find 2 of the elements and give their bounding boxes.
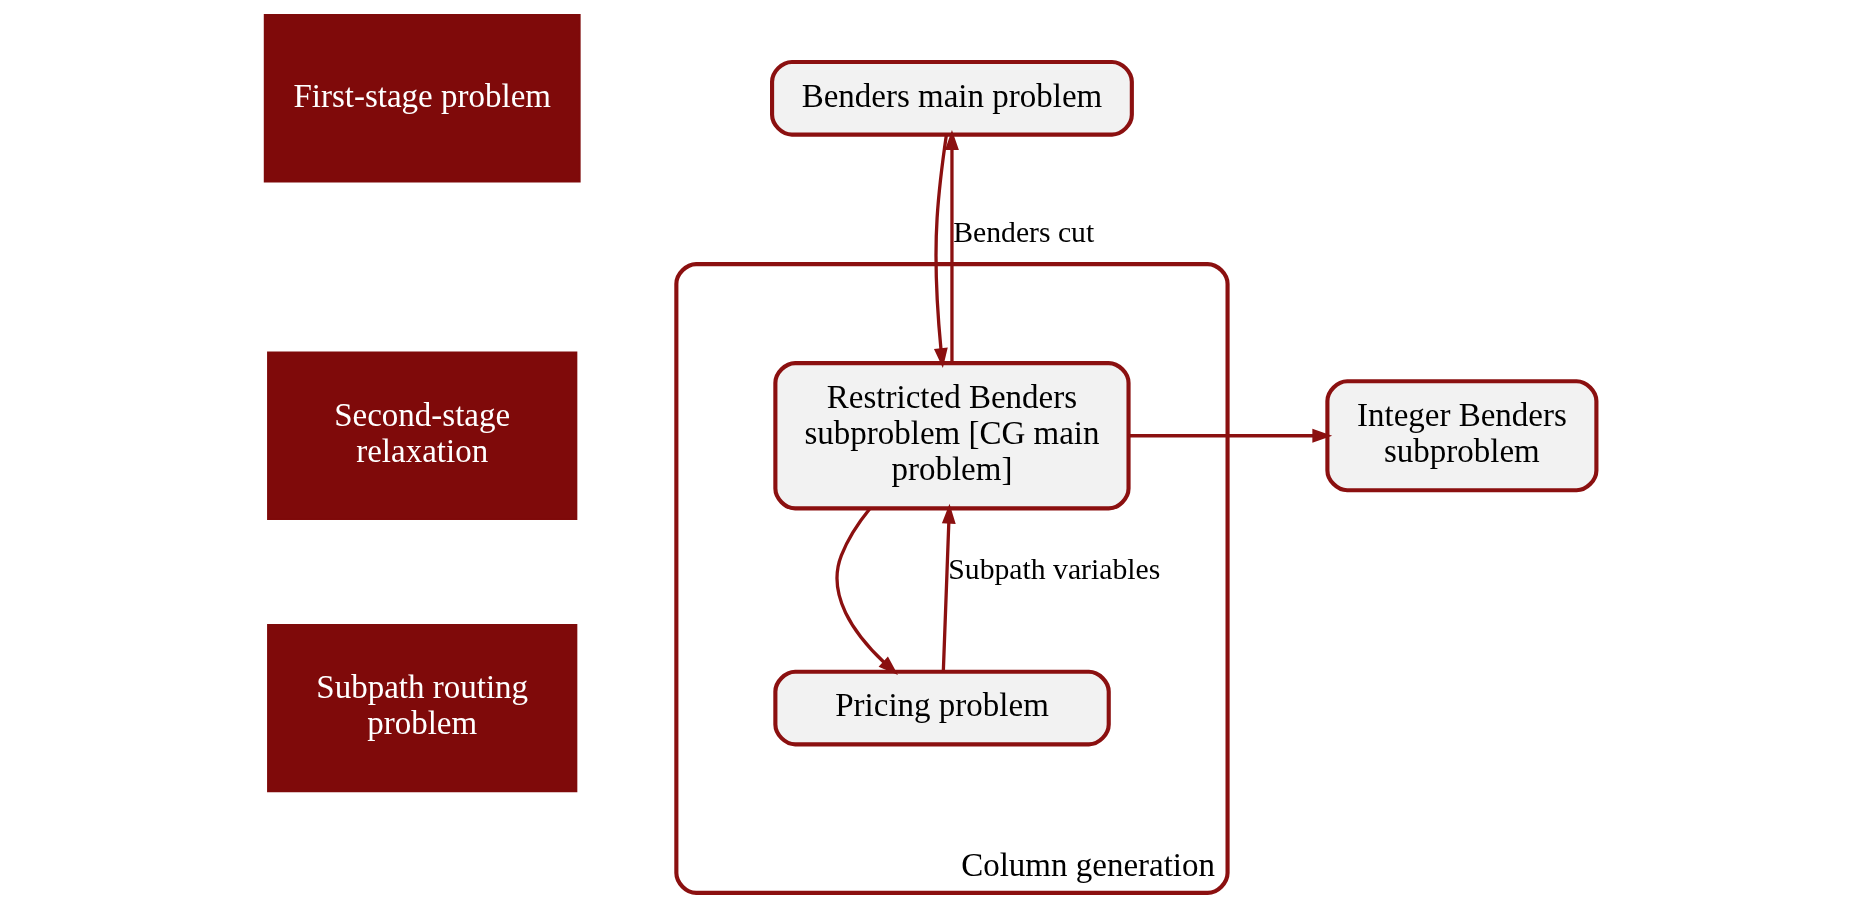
edge-label: Subpath variables bbox=[947, 553, 1160, 586]
edge-label: Benders cut bbox=[952, 215, 1094, 248]
